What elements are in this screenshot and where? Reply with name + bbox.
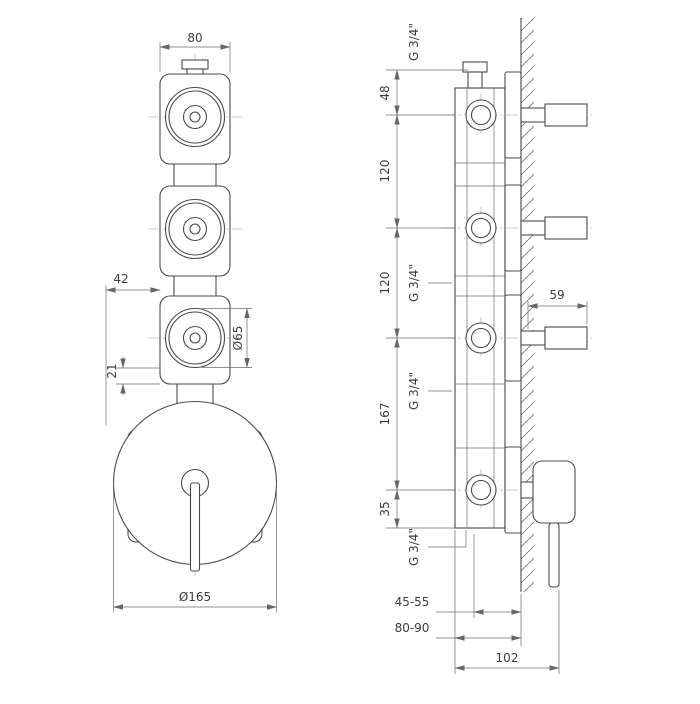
lever-handle [520,460,576,588]
dim-167-label: 167 [378,403,392,426]
front-view: 80 42 Ø65 21 Ø165 [105,31,278,612]
port-1 [465,99,497,131]
body-connector-2 [173,274,217,298]
dim-120-lower-label: 120 [378,272,392,295]
lever-blade-front [189,482,201,572]
dim-48-label: 48 [378,85,392,100]
top-port-cap [462,61,488,73]
dim-plate-diameter-label: Ø165 [179,590,211,604]
dim-102-label: 102 [496,651,519,665]
wall-section [520,18,534,592]
dim-120-upper-label: 120 [378,160,392,183]
side-view: 48 120 120 167 35 G 3/4" G 3/4" G 3/4" G… [378,18,592,674]
dim-depth-45-55-label: 45-55 [395,595,430,609]
thread-label-second: G 3/4" [407,264,421,302]
dim-35-label: 35 [378,501,392,516]
round-plate-assembly [112,400,278,572]
valve-module-3 [148,295,242,385]
thread-label-top: G 3/4" [407,23,421,61]
port-4 [465,474,497,506]
valve-module-1 [148,73,242,165]
thread-label-bottom: G 3/4" [407,528,421,566]
dim-42-label: 42 [113,272,128,286]
dim-59-label: 59 [549,288,564,302]
handle-3 [520,326,588,350]
handle-2 [520,216,588,240]
dim-80-label: 80 [187,31,202,45]
thread-label-third: G 3/4" [407,372,421,410]
port-3 [465,322,497,354]
handle-1 [520,103,588,127]
side-dimensions: 48 120 120 167 35 G 3/4" G 3/4" G 3/4" G… [378,23,588,674]
dim-depth-80-90-label: 80-90 [395,621,430,635]
body-connector-1 [173,162,217,188]
valve-module-2 [148,185,242,277]
valve-body-side [454,61,506,529]
front-dimensions: 80 42 Ø65 21 Ø165 [105,31,277,612]
port-2 [465,212,497,244]
lever-blade-side [548,522,560,588]
dim-valve-diameter-label: Ø65 [231,326,245,351]
dim-21-label: 21 [105,363,119,378]
